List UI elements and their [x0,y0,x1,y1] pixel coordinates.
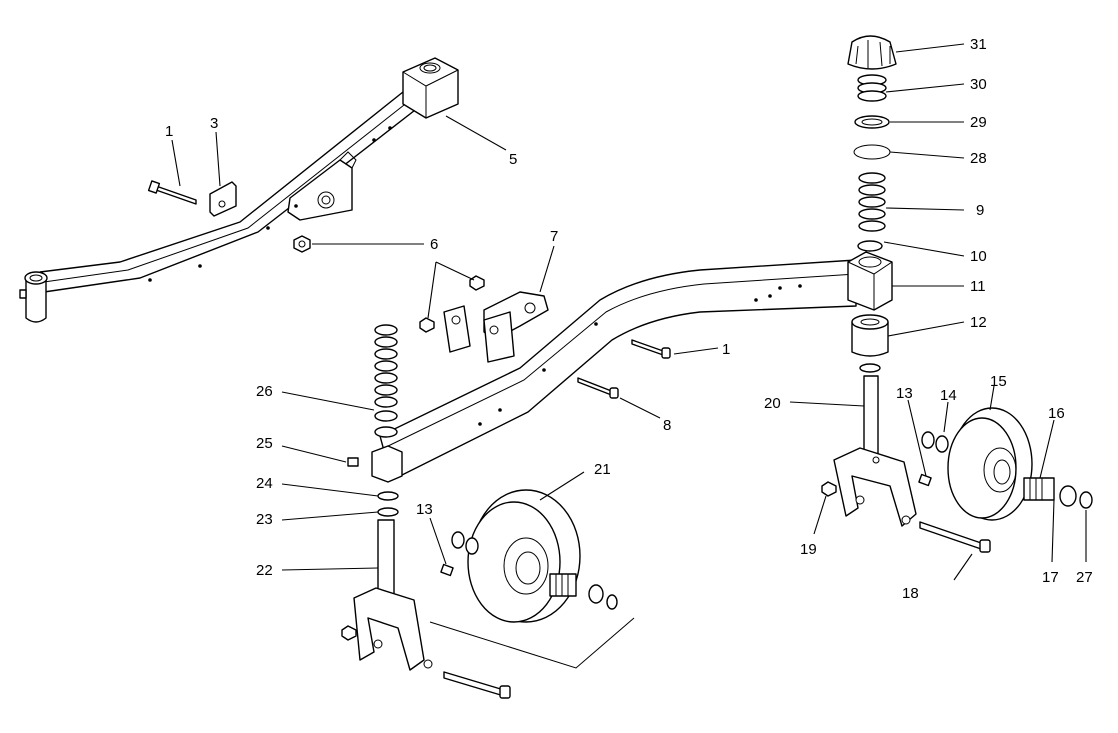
retaining-ring-part-28 [853,144,891,160]
callout-15: 15 [990,373,1007,390]
washer-part-10 [857,240,883,252]
axle-part-16 [1023,477,1055,501]
bolt-part-1-lower [631,339,671,359]
callout-20: 20 [764,395,781,412]
callout-21: 21 [594,461,611,478]
callout-31: 31 [970,36,987,53]
bracket-part-7 [443,291,549,363]
callout-8: 8 [663,417,671,434]
callout-9: 9 [976,202,984,219]
nut-part-19 [821,481,837,497]
callout-13-left: 13 [416,501,433,518]
plate-part-3 [209,181,237,217]
callout-26: 26 [256,383,273,400]
washer-part-27 [1079,491,1093,509]
callout-27: 27 [1076,569,1093,586]
bushing-part-12 [851,314,889,357]
callout-23: 23 [256,511,273,528]
callout-13-right: 13 [896,385,913,402]
callout-1-upper: 1 [165,123,173,140]
main-front-frame [371,251,893,483]
spring-stack-part-26 [374,324,398,438]
bolt-left-caster-axle [341,625,511,699]
callout-28: 28 [970,150,987,167]
washer-right-lower [859,363,881,373]
spacer-part-14 [921,431,949,453]
spacers-left-wheel [451,531,618,610]
washer-part-23 [377,507,399,517]
leader-lines [171,43,1087,581]
grease-fitting-part-13-right [918,473,932,487]
callout-14: 14 [940,387,957,404]
rear-frame-arm [19,57,459,323]
callout-5: 5 [509,151,517,168]
callout-30: 30 [970,76,987,93]
bolt-part-8 [577,377,619,399]
spring-stack-part-9 [858,172,886,232]
bolt-part-1-upper [147,180,197,205]
callout-12: 12 [970,314,987,331]
callout-29: 29 [970,114,987,131]
callout-labels: 1 3 5 6 7 1 8 26 25 24 23 22 13 21 31 30… [165,36,1093,602]
washer-part-24 [377,491,399,501]
callout-6: 6 [430,236,438,253]
callout-24: 24 [256,475,273,492]
spring-part-30 [857,74,887,102]
grease-fitting-part-13-left [440,563,454,577]
callout-17: 17 [1042,569,1059,586]
bolt-part-18 [919,521,991,553]
washer-part-29 [854,115,890,129]
callout-10: 10 [970,248,987,265]
cap-part-31 [847,35,897,70]
nut-part-6-lower-a [469,275,485,291]
callout-1-lower: 1 [722,341,730,358]
callout-19: 19 [800,541,817,558]
caster-fork-part-22 [353,519,433,671]
callout-18: 18 [902,585,919,602]
bearing-part-17 [1059,485,1077,507]
callout-16: 16 [1048,405,1065,422]
callout-25: 25 [256,435,273,452]
nut-part-6-lower-b [419,317,435,333]
callout-22: 22 [256,562,273,579]
callout-11: 11 [970,278,986,295]
wheel-part-15 [947,407,1033,521]
callout-7: 7 [550,228,558,245]
caster-fork-part-20 [833,375,917,527]
nut-part-6-upper [293,235,311,253]
wheel-part-21 [467,489,581,623]
callout-3: 3 [210,115,218,132]
grease-fitting-part-25 [347,457,359,467]
